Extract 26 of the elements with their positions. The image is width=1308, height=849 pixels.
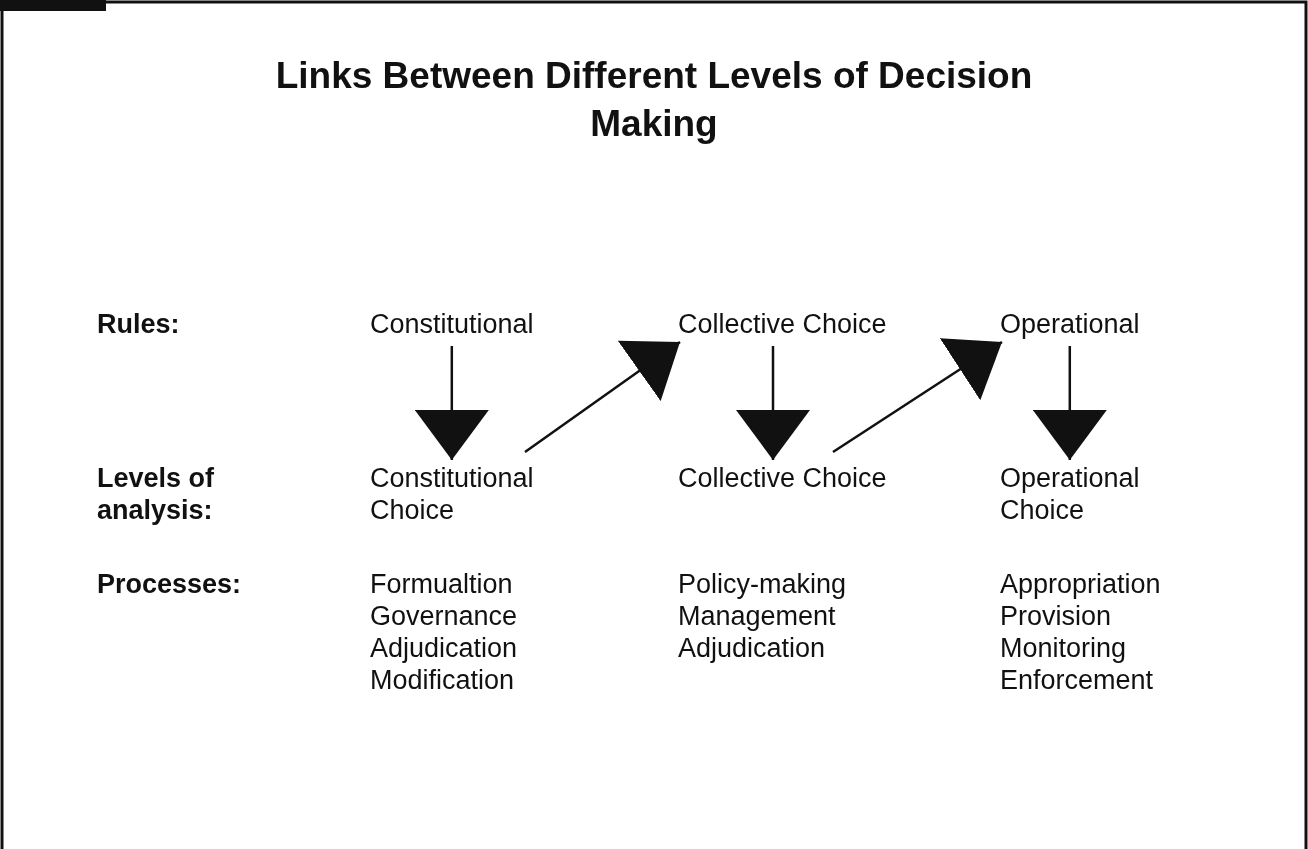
process-item: Appropriation (1000, 568, 1161, 600)
process-item: Adjudication (370, 632, 518, 664)
process-item: Management (678, 600, 836, 632)
level-label: Collective Choice (678, 462, 908, 494)
arrow (736, 346, 810, 460)
process-item: Formualtion (370, 568, 513, 600)
level-label: Operational Choice (1000, 462, 1230, 526)
arrow (414, 346, 489, 460)
row-heading: Processes: (97, 568, 243, 600)
process-item: Governance (370, 600, 518, 632)
process-item: Adjudication (678, 632, 826, 664)
arrow (832, 338, 1003, 454)
row-heading: Rules: (97, 308, 181, 340)
process-item: Provision (1000, 600, 1112, 632)
row-heading: Levels of analysis: (97, 462, 216, 526)
level-label: Constitutional (370, 308, 534, 340)
process-item: Monitoring (1000, 632, 1127, 664)
title: Links Between Different Levels of Decision Making (274, 54, 1034, 146)
level-label: Operational (1000, 308, 1140, 340)
process-item: Policy-making (678, 568, 847, 600)
arrow (1032, 346, 1107, 460)
level-label: Constitutional Choice (370, 462, 600, 526)
arrow (524, 340, 681, 453)
level-label: Collective Choice (678, 308, 887, 340)
process-item: Enforcement (1000, 664, 1154, 696)
process-item: Modification (370, 664, 515, 696)
